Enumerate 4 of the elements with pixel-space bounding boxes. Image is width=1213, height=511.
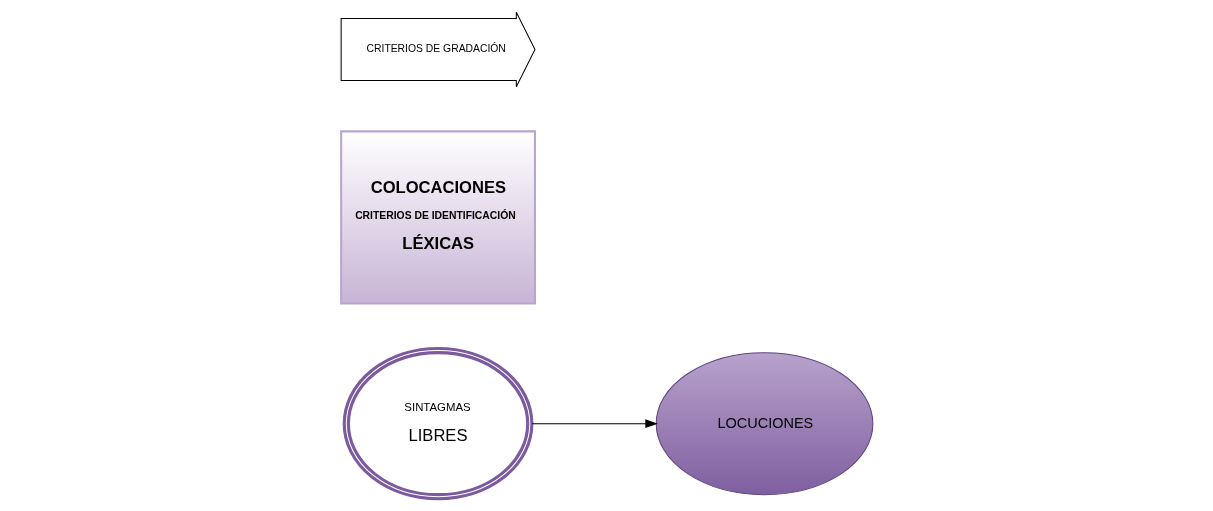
node-ellipse: LOCUCIONES xyxy=(655,352,873,496)
node-box: COLOCACIONES CRITERIOS DE IDENTIFICACIÓN LÉXICAS xyxy=(339,130,536,305)
node-ellipse: SINTAGMAS LIBRES xyxy=(342,346,533,501)
arrow xyxy=(531,419,658,429)
